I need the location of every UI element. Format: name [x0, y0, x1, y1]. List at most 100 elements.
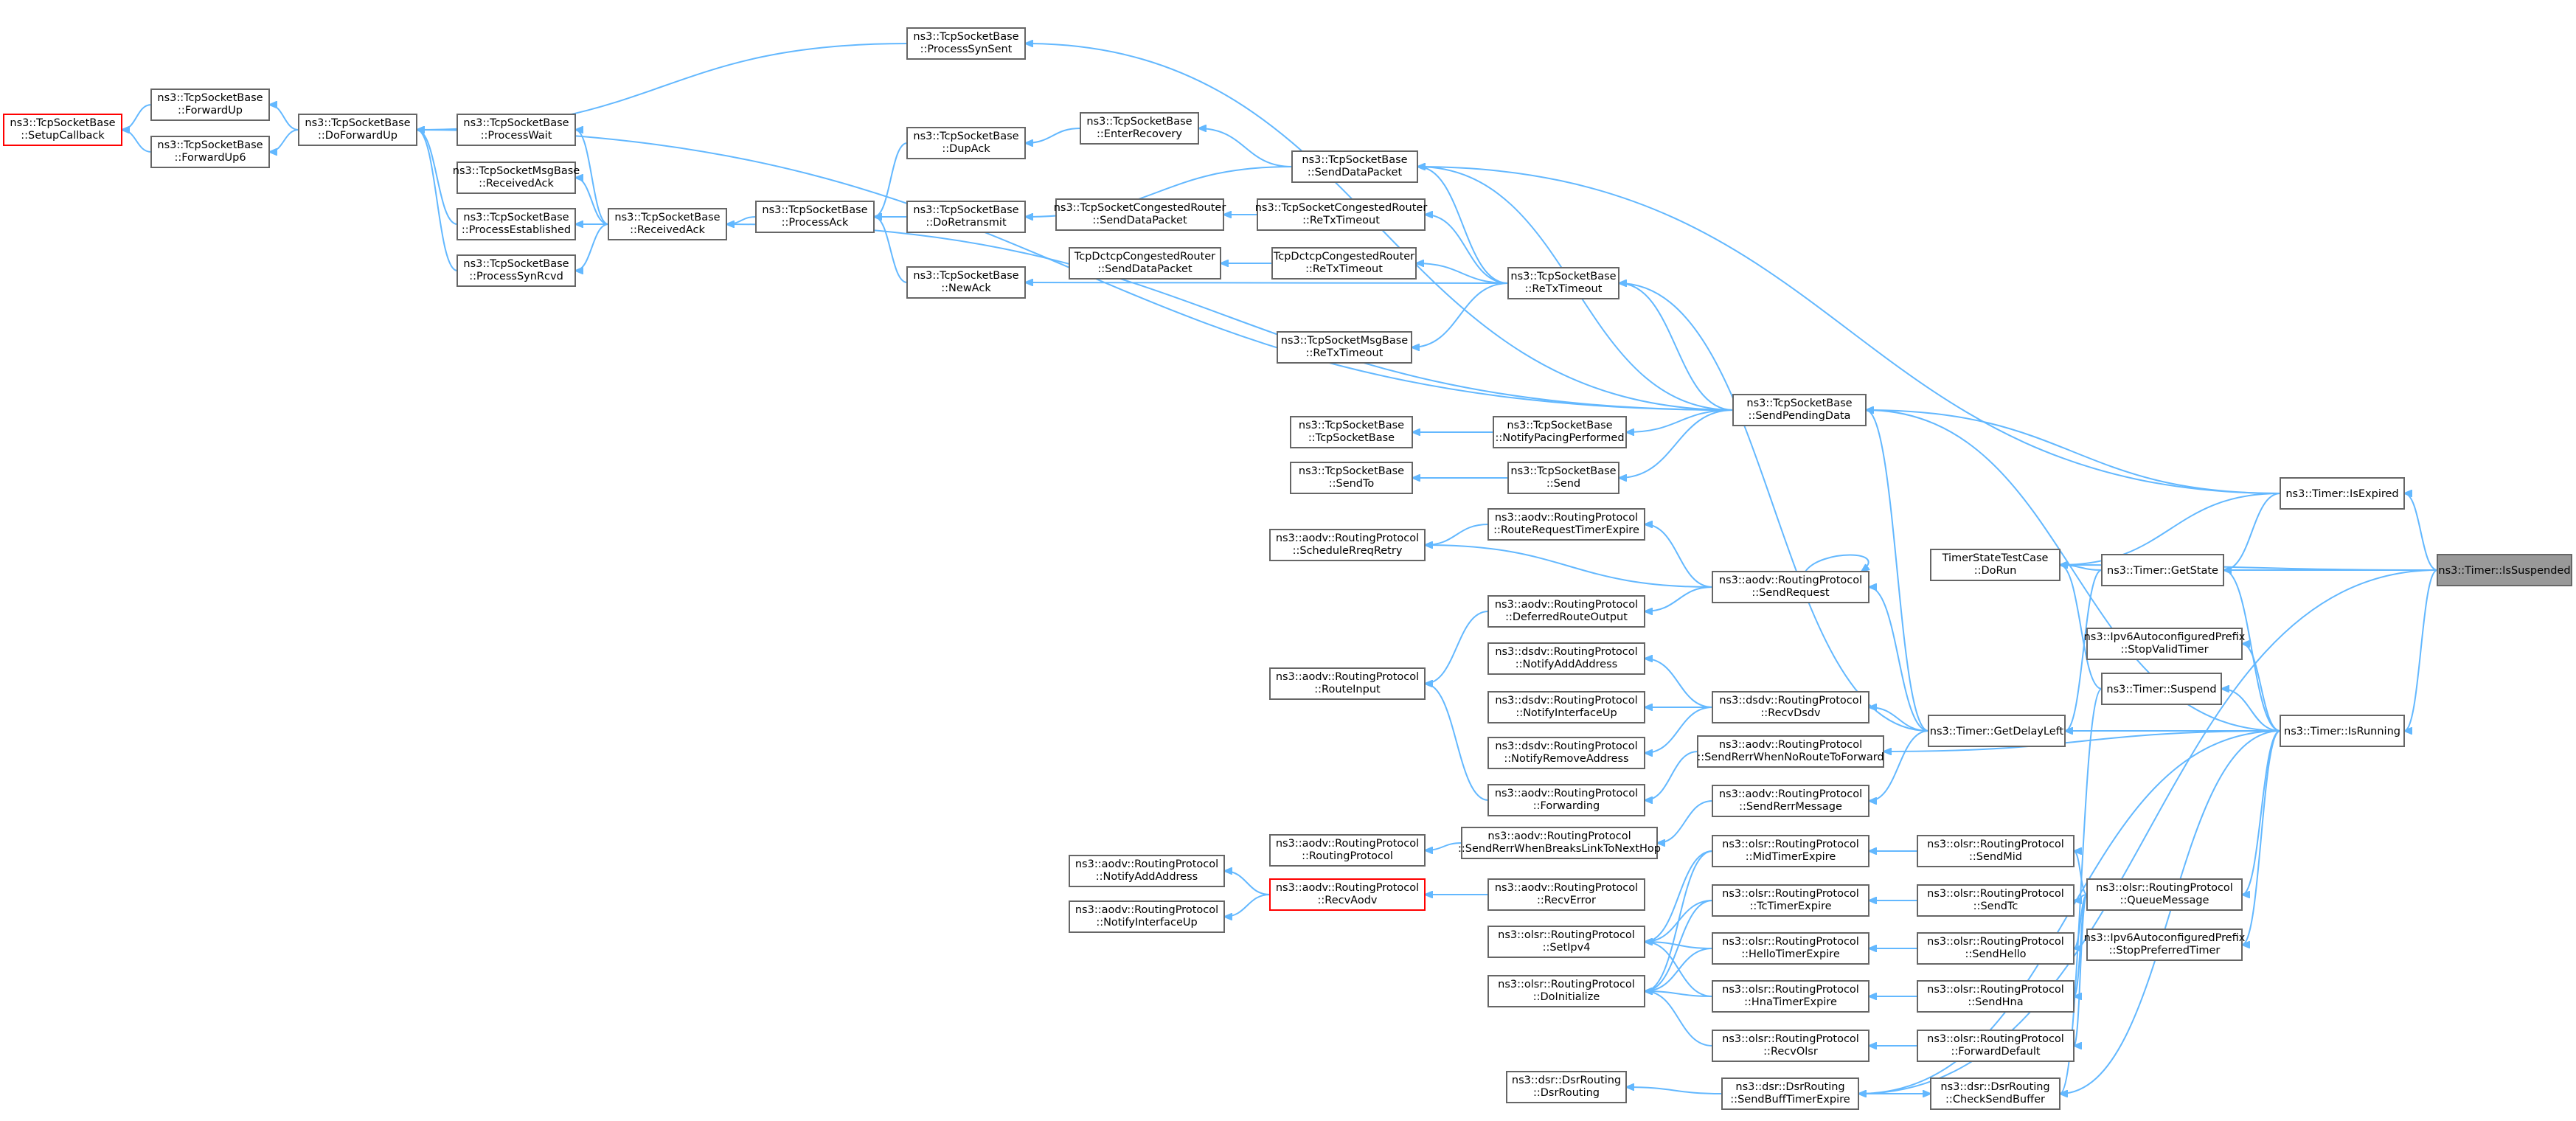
- node-congretx[interactable]: ns3::TcpSocketCongestedRouter::ReTxTimeo…: [1255, 198, 1428, 231]
- node-label-line2: ::HelloTimerExpire: [1741, 948, 1840, 960]
- node-enterrec[interactable]: ns3::TcpSocketBase::EnterRecovery: [1080, 112, 1199, 145]
- node-rerrbreaks[interactable]: ns3::aodv::RoutingProtocol::SendRerrWhen…: [1458, 827, 1661, 859]
- edge-hnaexp-to-doinit: [1645, 991, 1713, 997]
- node-label-line1: ns3::olsr::RoutingProtocol: [1722, 888, 1859, 900]
- node-box: [1269, 529, 1426, 561]
- node-label-line1: ns3::TcpSocketBase: [1302, 154, 1407, 166]
- node-midexp[interactable]: ns3::olsr::RoutingProtocol::MidTimerExpi…: [1712, 835, 1869, 867]
- edge-queuemsg-to-sendmid: [2074, 851, 2088, 895]
- node-sendrerr[interactable]: ns3::aodv::RoutingProtocol::SendRerrMess…: [1712, 785, 1869, 817]
- node-rreqexp[interactable]: ns3::aodv::RoutingProtocol::RouteRequest…: [1487, 508, 1645, 541]
- node-getdelay[interactable]: ns3::Timer::GetDelayLeft: [1928, 715, 2066, 747]
- node-recvaodv[interactable]: ns3::aodv::RoutingProtocol::RecvAodv: [1269, 878, 1426, 911]
- node-sendto[interactable]: ns3::TcpSocketBase::SendTo: [1290, 462, 1413, 494]
- node-newack[interactable]: ns3::TcpSocketBase::NewAck: [906, 266, 1026, 299]
- node-doinit[interactable]: ns3::olsr::RoutingProtocol::DoInitialize: [1487, 975, 1645, 1007]
- node-procsynrcvd[interactable]: ns3::TcpSocketBase::ProcessSynRcvd: [456, 254, 576, 287]
- node-procsynsent[interactable]: ns3::TcpSocketBase::ProcessSynSent: [906, 27, 1026, 60]
- node-sendhello[interactable]: ns3::olsr::RoutingProtocol::SendHello: [1917, 932, 2075, 965]
- node-tcexp[interactable]: ns3::olsr::RoutingProtocol::TcTimerExpir…: [1712, 884, 1869, 917]
- node-issuspended[interactable]: ns3::Timer::IsSuspended: [2437, 554, 2572, 586]
- node-dofwdup[interactable]: ns3::TcpSocketBase::DoForwardUp: [298, 114, 417, 146]
- node-procest[interactable]: ns3::TcpSocketBase::ProcessEstablished: [456, 208, 576, 240]
- node-label-line2: ::NotifyInterfaceUp: [1096, 917, 1197, 929]
- node-box: [2437, 554, 2572, 586]
- node-retx[interactable]: ns3::TcpSocketBase::ReTxTimeout: [1507, 267, 1619, 299]
- node-fwdup[interactable]: ns3::TcpSocketBase::ForwardUp: [150, 88, 270, 121]
- node-doretx[interactable]: ns3::TcpSocketBase::DoRetransmit: [906, 201, 1026, 233]
- node-stopvalid[interactable]: ns3::Ipv6AutoconfiguredPrefix::StopValid…: [2084, 628, 2246, 660]
- node-dupack[interactable]: ns3::TcpSocketBase::DupAck: [906, 127, 1026, 159]
- node-helloexp[interactable]: ns3::olsr::RoutingProtocol::HelloTimerEx…: [1712, 932, 1869, 965]
- node-setupcb[interactable]: ns3::TcpSocketBase::SetupCallback: [3, 114, 122, 146]
- node-box: [1069, 855, 1225, 887]
- node-getstate[interactable]: ns3::Timer::GetState: [2101, 554, 2224, 586]
- node-box: [1917, 932, 2075, 965]
- node-hnaexp[interactable]: ns3::olsr::RoutingProtocol::HnaTimerExpi…: [1712, 980, 1869, 1013]
- node-rcvack[interactable]: ns3::TcpSocketBase::ReceivedAck: [608, 208, 727, 240]
- node-dctcpsdp[interactable]: TcpDctcpCongestedRouter::SendDataPacket: [1069, 247, 1221, 280]
- node-label-line1: ns3::dsdv::RoutingProtocol: [1495, 740, 1637, 752]
- node-fwddefault[interactable]: ns3::olsr::RoutingProtocol::ForwardDefau…: [1917, 1030, 2075, 1062]
- node-dsdvrem[interactable]: ns3::dsdv::RoutingProtocol::NotifyRemove…: [1487, 737, 1645, 769]
- node-msgretx[interactable]: ns3::TcpSocketMsgBase::ReTxTimeout: [1277, 331, 1412, 364]
- node-stoppref[interactable]: ns3::Ipv6AutoconfiguredPrefix::StopPrefe…: [2084, 929, 2246, 961]
- node-label-line1: ns3::Timer::Suspend: [2106, 684, 2216, 695]
- node-forwarding[interactable]: ns3::aodv::RoutingProtocol::Forwarding: [1487, 784, 1645, 816]
- node-label-line2: ::CheckSendBuffer: [1945, 1094, 2045, 1106]
- node-label-line1: ns3::aodv::RoutingProtocol: [1495, 788, 1638, 799]
- edge-sendpending-to-send: [1619, 409, 1734, 478]
- node-recvolsr[interactable]: ns3::olsr::RoutingProtocol::RecvOlsr: [1712, 1030, 1869, 1062]
- node-recverror[interactable]: ns3::aodv::RoutingProtocol::RecvError: [1487, 878, 1645, 911]
- node-tsbctor[interactable]: ns3::TcpSocketBase::TcpSocketBase: [1290, 416, 1413, 448]
- node-label-line2: ::ReTxTimeout: [1305, 263, 1383, 275]
- node-senddata[interactable]: ns3::TcpSocketBase::SendDataPacket: [1291, 150, 1418, 183]
- edge-deferred-to-routeinput: [1425, 611, 1489, 684]
- node-sendmid[interactable]: ns3::olsr::RoutingProtocol::SendMid: [1917, 835, 2075, 867]
- node-label-line1: ns3::TcpSocketBase: [463, 117, 569, 129]
- node-label-line2: ::SendDataPacket: [1092, 215, 1187, 226]
- node-label-line2: ::DupAck: [942, 143, 990, 155]
- edge-sendreq-to-deferred: [1645, 586, 1713, 611]
- node-isrunning[interactable]: ns3::Timer::IsRunning: [2280, 715, 2405, 747]
- node-suspend[interactable]: ns3::Timer::Suspend: [2101, 673, 2222, 705]
- node-schedrreq[interactable]: ns3::aodv::RoutingProtocol::ScheduleRreq…: [1269, 529, 1426, 561]
- node-aodvadd[interactable]: ns3::aodv::RoutingProtocol::NotifyAddAdd…: [1069, 855, 1225, 887]
- node-box: [906, 266, 1026, 299]
- node-sendhna[interactable]: ns3::olsr::RoutingProtocol::SendHna: [1917, 980, 2075, 1013]
- node-dsdvadd[interactable]: ns3::dsdv::RoutingProtocol::NotifyAddAdd…: [1487, 642, 1645, 675]
- node-dctcpretx[interactable]: TcpDctcpCongestedRouter::ReTxTimeout: [1271, 247, 1417, 280]
- node-procack[interactable]: ns3::TcpSocketBase::ProcessAck: [755, 201, 875, 233]
- node-send[interactable]: ns3::TcpSocketBase::Send: [1507, 462, 1619, 494]
- node-box: [1269, 667, 1426, 700]
- node-rerrnoroute[interactable]: ns3::aodv::RoutingProtocol::SendRerrWhen…: [1697, 735, 1884, 768]
- node-label-line2: ::ForwardUp6: [174, 152, 246, 164]
- node-congsdp[interactable]: ns3::TcpSocketCongestedRouter::SendDataP…: [1054, 198, 1226, 231]
- node-fwdup6[interactable]: ns3::TcpSocketBase::ForwardUp6: [150, 136, 270, 168]
- node-checkbuf[interactable]: ns3::dsr::DsrRouting::CheckSendBuffer: [1930, 1077, 2061, 1110]
- node-isexpired[interactable]: ns3::Timer::IsExpired: [2280, 477, 2405, 510]
- node-recvdsdv[interactable]: ns3::dsdv::RoutingProtocol::RecvDsdv: [1712, 691, 1869, 723]
- node-aodvup[interactable]: ns3::aodv::RoutingProtocol::NotifyInterf…: [1069, 900, 1225, 933]
- node-queuemsg[interactable]: ns3::olsr::RoutingProtocol::QueueMessage: [2086, 878, 2243, 911]
- node-dsdvup[interactable]: ns3::dsdv::RoutingProtocol::NotifyInterf…: [1487, 691, 1645, 723]
- node-pacing[interactable]: ns3::TcpSocketBase::NotifyPacingPerforme…: [1493, 416, 1627, 448]
- node-sendbuff[interactable]: ns3::dsr::DsrRouting::SendBuffTimerExpir…: [1721, 1077, 1859, 1110]
- node-procwait[interactable]: ns3::TcpSocketBase::ProcessWait: [456, 114, 576, 146]
- node-box: [1487, 642, 1645, 675]
- edge-isrunning-to-rerrnoroute: [1884, 730, 2281, 752]
- node-sendtc[interactable]: ns3::olsr::RoutingProtocol::SendTc: [1917, 884, 2075, 917]
- node-box: [1721, 1077, 1859, 1110]
- node-setipv4[interactable]: ns3::olsr::RoutingProtocol::SetIpv4: [1487, 926, 1645, 958]
- edge-procack-to-rcvack: [726, 216, 757, 224]
- node-testrun[interactable]: TimerStateTestCase::DoRun: [1930, 549, 2061, 581]
- node-sendreq[interactable]: ns3::aodv::RoutingProtocol::SendRequest: [1712, 571, 1869, 603]
- node-label-line1: ns3::olsr::RoutingProtocol: [1927, 936, 2064, 948]
- node-deferred[interactable]: ns3::aodv::RoutingProtocol::DeferredRout…: [1487, 595, 1645, 628]
- edge-dupack-to-procack: [874, 142, 908, 217]
- node-sendpending[interactable]: ns3::TcpSocketBase::SendPendingData: [1732, 394, 1867, 426]
- node-aodvctor[interactable]: ns3::aodv::RoutingProtocol::RoutingProto…: [1269, 834, 1426, 867]
- node-routeinput[interactable]: ns3::aodv::RoutingProtocol::RouteInput: [1269, 667, 1426, 700]
- node-msgrcvack[interactable]: ns3::TcpSocketMsgBase::ReceivedAck: [453, 162, 580, 194]
- node-dsrctor[interactable]: ns3::dsr::DsrRouting::DsrRouting: [1506, 1071, 1627, 1103]
